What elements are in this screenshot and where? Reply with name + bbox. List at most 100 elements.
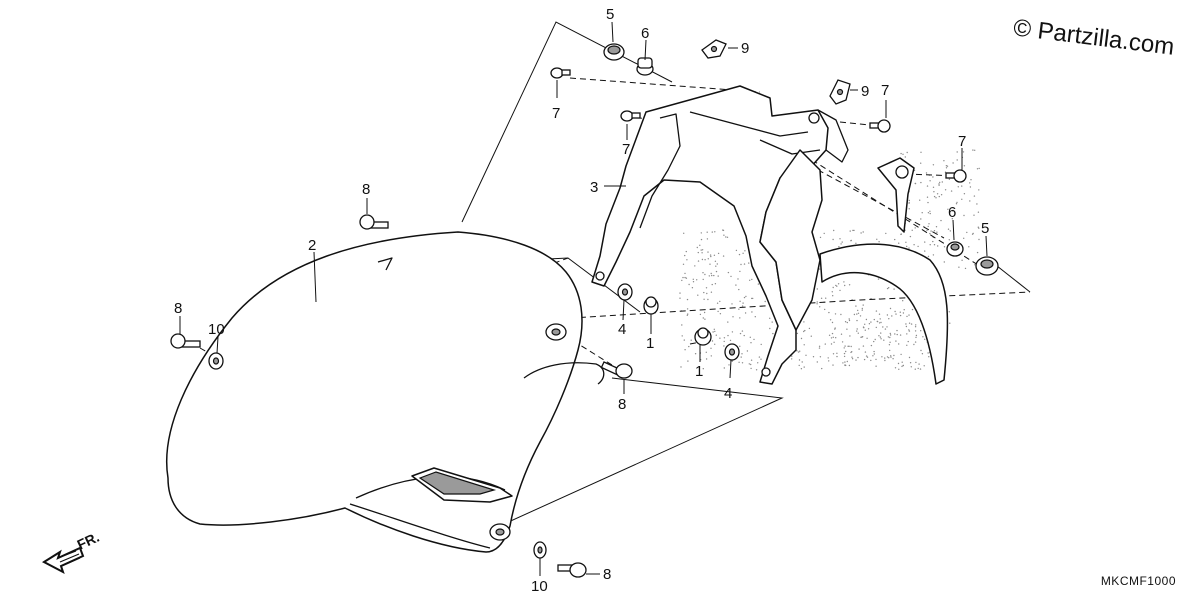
- shading-dot: [888, 357, 890, 359]
- shading-dot: [963, 237, 965, 239]
- shading-dot: [889, 341, 891, 343]
- shading-dot: [696, 279, 698, 281]
- callout-8: 8: [174, 300, 182, 317]
- shading-dot: [940, 219, 942, 222]
- shading-dot: [700, 238, 703, 241]
- shading-dot: [890, 355, 892, 357]
- callout-4: 4: [724, 385, 732, 402]
- shading-dot: [956, 151, 958, 153]
- shading-dot: [821, 367, 823, 370]
- shading-dot: [911, 229, 913, 231]
- shading-dot: [914, 341, 917, 343]
- shading-dot: [803, 330, 805, 333]
- shading-dot: [719, 313, 722, 315]
- shading-dot: [714, 343, 716, 345]
- shading-dot: [913, 343, 915, 346]
- shading-dot: [932, 254, 935, 256]
- shading-dot: [875, 326, 877, 329]
- shading-dot: [740, 263, 742, 266]
- shading-dot: [836, 355, 838, 358]
- shading-dot: [906, 151, 908, 154]
- shading-dot: [873, 340, 875, 343]
- shading-dot: [879, 336, 882, 338]
- shading-dot: [771, 321, 773, 323]
- shading-dot: [905, 241, 907, 243]
- shading-dot: [875, 358, 877, 361]
- shading-dot: [728, 364, 730, 366]
- shading-dot: [717, 252, 720, 255]
- shading-dot: [743, 263, 746, 265]
- shading-dot: [732, 316, 734, 318]
- shading-dot: [727, 334, 729, 337]
- bolt-8-left: [170, 333, 201, 349]
- shading-dot: [697, 260, 700, 262]
- shading-dot: [848, 284, 851, 286]
- collar-1-upper: [643, 296, 659, 315]
- shading-dot: [928, 356, 930, 358]
- shading-dot: [684, 254, 686, 257]
- shading-dot: [909, 235, 912, 238]
- shading-dot: [927, 352, 929, 354]
- shading-dot: [832, 286, 834, 289]
- shading-dot: [914, 368, 916, 370]
- shading-dot: [949, 322, 951, 324]
- shading-dot: [679, 297, 681, 299]
- shading-dot: [832, 353, 835, 355]
- shading-dot: [838, 246, 840, 248]
- shading-dot: [860, 232, 862, 234]
- shading-dot: [898, 368, 900, 370]
- shading-dot: [876, 320, 879, 323]
- shading-dot: [946, 165, 949, 167]
- shading-dot: [963, 165, 966, 167]
- shading-dot: [706, 231, 708, 233]
- shading-dot: [843, 355, 846, 358]
- shading-dot: [722, 255, 725, 257]
- shading-dot: [857, 332, 859, 334]
- shading-dot: [905, 325, 908, 328]
- shading-dot: [908, 208, 910, 210]
- shading-dot: [805, 354, 807, 356]
- shading-dot: [862, 304, 864, 306]
- shading-dot: [841, 341, 844, 343]
- shading-dot: [933, 191, 935, 193]
- shading-dot: [741, 330, 744, 332]
- shading-dot: [948, 239, 950, 241]
- shading-dot: [870, 321, 872, 323]
- shading-dot: [899, 314, 902, 317]
- shading-dot: [861, 307, 863, 310]
- shading-dot: [680, 366, 682, 368]
- shading-dot: [684, 349, 686, 351]
- shading-dot: [723, 234, 725, 236]
- shading-dot: [741, 305, 744, 307]
- shading-dot: [886, 314, 889, 316]
- shading-dot: [704, 259, 706, 261]
- washer-10-bottom: [533, 541, 547, 559]
- shading-dot: [757, 283, 760, 285]
- shading-dot: [703, 311, 706, 314]
- shading-dot: [831, 291, 833, 293]
- shading-dot: [844, 361, 846, 363]
- clip-nut-9-mid: [829, 79, 851, 105]
- shading-dot: [684, 272, 686, 275]
- shading-dot: [835, 337, 837, 339]
- shading-dot: [920, 181, 922, 184]
- shading-dot: [929, 180, 931, 182]
- shading-dot: [723, 340, 725, 343]
- shading-dot: [879, 318, 881, 320]
- shading-dot: [744, 312, 747, 314]
- shading-dot: [844, 321, 847, 323]
- shading-dot: [870, 359, 872, 362]
- callout-8: 8: [603, 566, 611, 583]
- shading-dot: [717, 310, 719, 313]
- shading-dot: [798, 359, 801, 361]
- shading-dot: [703, 298, 705, 300]
- shading-dot: [924, 250, 926, 252]
- shading-dot: [943, 246, 946, 248]
- shading-dot: [878, 313, 881, 315]
- shading-dot: [888, 318, 890, 320]
- shading-dot: [740, 356, 742, 358]
- shading-dot: [890, 356, 892, 358]
- callout-9: 9: [861, 83, 869, 100]
- shading-dot: [873, 318, 875, 321]
- shading-dot: [818, 345, 821, 347]
